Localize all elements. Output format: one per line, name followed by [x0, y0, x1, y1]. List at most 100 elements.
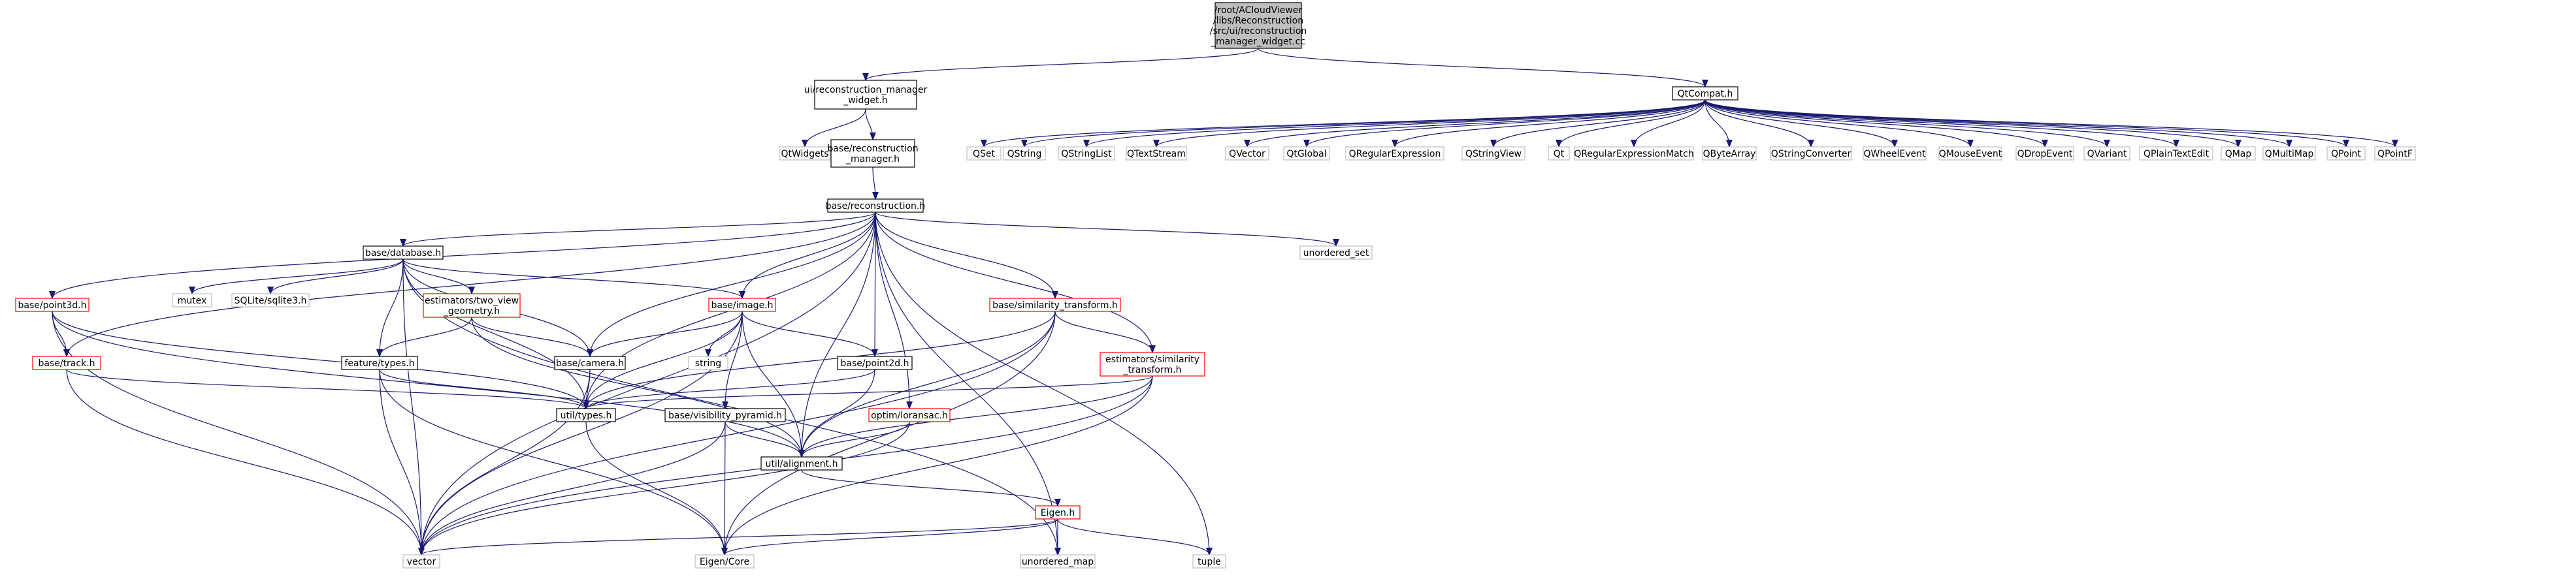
node-box [830, 139, 915, 168]
node-string: string [688, 356, 728, 370]
node-label: estimators/similarity [1105, 354, 1199, 365]
edge-qtcompat-to-qbytearray [1704, 99, 1729, 147]
edge-btrack-to-utypes [66, 369, 586, 409]
node-label: base/similarity_transform.h [992, 300, 1118, 311]
node-box [1548, 146, 1570, 161]
node-box [1574, 146, 1694, 161]
node-eigen[interactable]: Eigen.h [1035, 505, 1081, 520]
node-label: QRegularExpression [1349, 149, 1441, 159]
node-box [2139, 146, 2213, 161]
edge-bdb-to-sqlite [270, 258, 404, 294]
edge-bvp-to-vector [421, 421, 726, 555]
node-box [1020, 554, 1096, 569]
node-label: QVariant [2087, 149, 2127, 159]
node-qstring: QString [1003, 146, 1046, 161]
node-bpoint2d[interactable]: base/point2d.h [837, 356, 913, 370]
node-box [708, 298, 776, 312]
node-utypes[interactable]: util/types.h [556, 408, 616, 422]
edge-bdb-to-etvg [402, 258, 472, 294]
node-box [1100, 352, 1205, 377]
node-bimage[interactable]: base/image.h [708, 298, 776, 312]
node-label: mutex [178, 296, 207, 306]
node-bvp[interactable]: base/visibility_pyramid.h [664, 408, 786, 422]
node-bdb[interactable]: base/database.h [363, 245, 444, 260]
edge-bimage-to-vector [421, 311, 743, 555]
edge-qtcompat-to-qmouseevent [1704, 99, 1970, 148]
node-box [1192, 554, 1226, 569]
node-label: QRegularExpressionMatch [1574, 149, 1693, 159]
edge-rmw-to-qtwidgets [805, 108, 866, 148]
node-bcamera[interactable]: base/camera.h [554, 356, 626, 370]
node-unordered_set: unordered_set [1299, 245, 1373, 260]
node-label: QSet [973, 149, 996, 159]
edge-qtcompat-to-qtextstream [1156, 99, 1706, 148]
edge-bimage-to-bpoint2d [742, 311, 875, 357]
edge-bimage-to-ualign [742, 311, 802, 457]
node-label: util/alignment.h [766, 459, 838, 469]
node-bpoint3d[interactable]: base/point3d.h [15, 298, 90, 312]
node-btrack[interactable]: base/track.h [32, 356, 101, 370]
node-qregexpmatch: QRegularExpressionMatch [1574, 146, 1694, 161]
edge-qtcompat-to-qstringview [1493, 99, 1706, 148]
node-box [172, 293, 212, 307]
edge-ftypes-to-vector [379, 369, 421, 555]
node-box [1938, 146, 2002, 161]
node-qt: Qt [1548, 146, 1570, 161]
node-oloransac[interactable]: optim/loransac.h [868, 408, 951, 422]
node-qvector: QVector [1225, 146, 1269, 161]
node-qmouseevent: QMouseEvent [1938, 146, 2002, 161]
node-box [2326, 146, 2366, 161]
edge-qtcompat-to-qregexpmatch [1634, 99, 1706, 148]
node-box [1003, 146, 1046, 161]
node-qtwidgets: QtWidgets [779, 146, 831, 161]
edge-bdb-to-ftypes [380, 258, 404, 356]
node-brec[interactable]: base/reconstruction.h [826, 198, 926, 213]
node-label: base/visibility_pyramid.h [668, 411, 782, 421]
node-label: base/camera.h [556, 358, 624, 369]
node-label: /libs/Reconstruction [1213, 16, 1303, 26]
node-bsim[interactable]: base/similarity_transform.h [989, 298, 1121, 312]
edge-brec-to-bimage [742, 211, 876, 298]
node-qtcompat[interactable]: QtCompat.h [1672, 86, 1738, 101]
node-label: QMultiMap [2265, 149, 2314, 159]
node-qpointf: QPointF [2374, 146, 2416, 161]
node-qwheelevent: QWheelEvent [1863, 146, 1927, 161]
node-label: QDropEvent [2017, 149, 2073, 159]
node-label: QMouseEvent [1939, 149, 2002, 159]
node-label: Eigen/Core [700, 557, 749, 567]
node-box [2374, 146, 2416, 161]
node-box [1035, 505, 1081, 520]
node-label: vector [407, 557, 436, 567]
node-label: QWheelEvent [1864, 149, 1926, 159]
edge-brec-to-bpoint3d [52, 211, 876, 298]
node-box [868, 408, 951, 422]
node-box [402, 554, 440, 569]
edge-bdb-to-vector [402, 258, 421, 555]
node-label: QPlainTextEdit [2144, 149, 2209, 159]
edge-bsim-to-esim [1054, 311, 1152, 353]
node-root[interactable]: /root/ACloudViewer/libs/Reconstruction/s… [1210, 2, 1307, 49]
edge-qtcompat-to-qstringconverter [1704, 99, 1811, 148]
edge-oloransac-to-vector [421, 421, 910, 555]
edge-bdb-to-bimage [402, 258, 742, 299]
node-box [2262, 146, 2316, 161]
node-qbytearray: QByteArray [1702, 146, 1757, 161]
node-esim[interactable]: estimators/similarity_transform.h [1100, 352, 1205, 377]
edge-rmw-to-brm [865, 108, 873, 140]
node-etvg[interactable]: estimators/two_view_geometry.h [423, 293, 521, 318]
edge-bcamera-to-vector [421, 369, 591, 555]
node-brm[interactable]: base/reconstruction_manager.h [827, 139, 919, 168]
node-box [2221, 146, 2256, 161]
node-qdropevent: QDropEvent [2015, 146, 2074, 161]
node-ftypes[interactable]: feature/types.h [341, 356, 418, 370]
node-label: feature/types.h [344, 358, 414, 369]
node-box [1672, 86, 1738, 101]
edge-qtcompat-to-qtglobal [1307, 99, 1706, 148]
node-label: QTextStream [1127, 149, 1186, 159]
node-box [1770, 146, 1852, 161]
node-rmw[interactable]: ui/reconstruction_manager_widget.h [804, 80, 928, 110]
node-box [554, 356, 626, 370]
edge-btrack-to-vector [66, 369, 421, 555]
node-ualign[interactable]: util/alignment.h [760, 456, 843, 471]
